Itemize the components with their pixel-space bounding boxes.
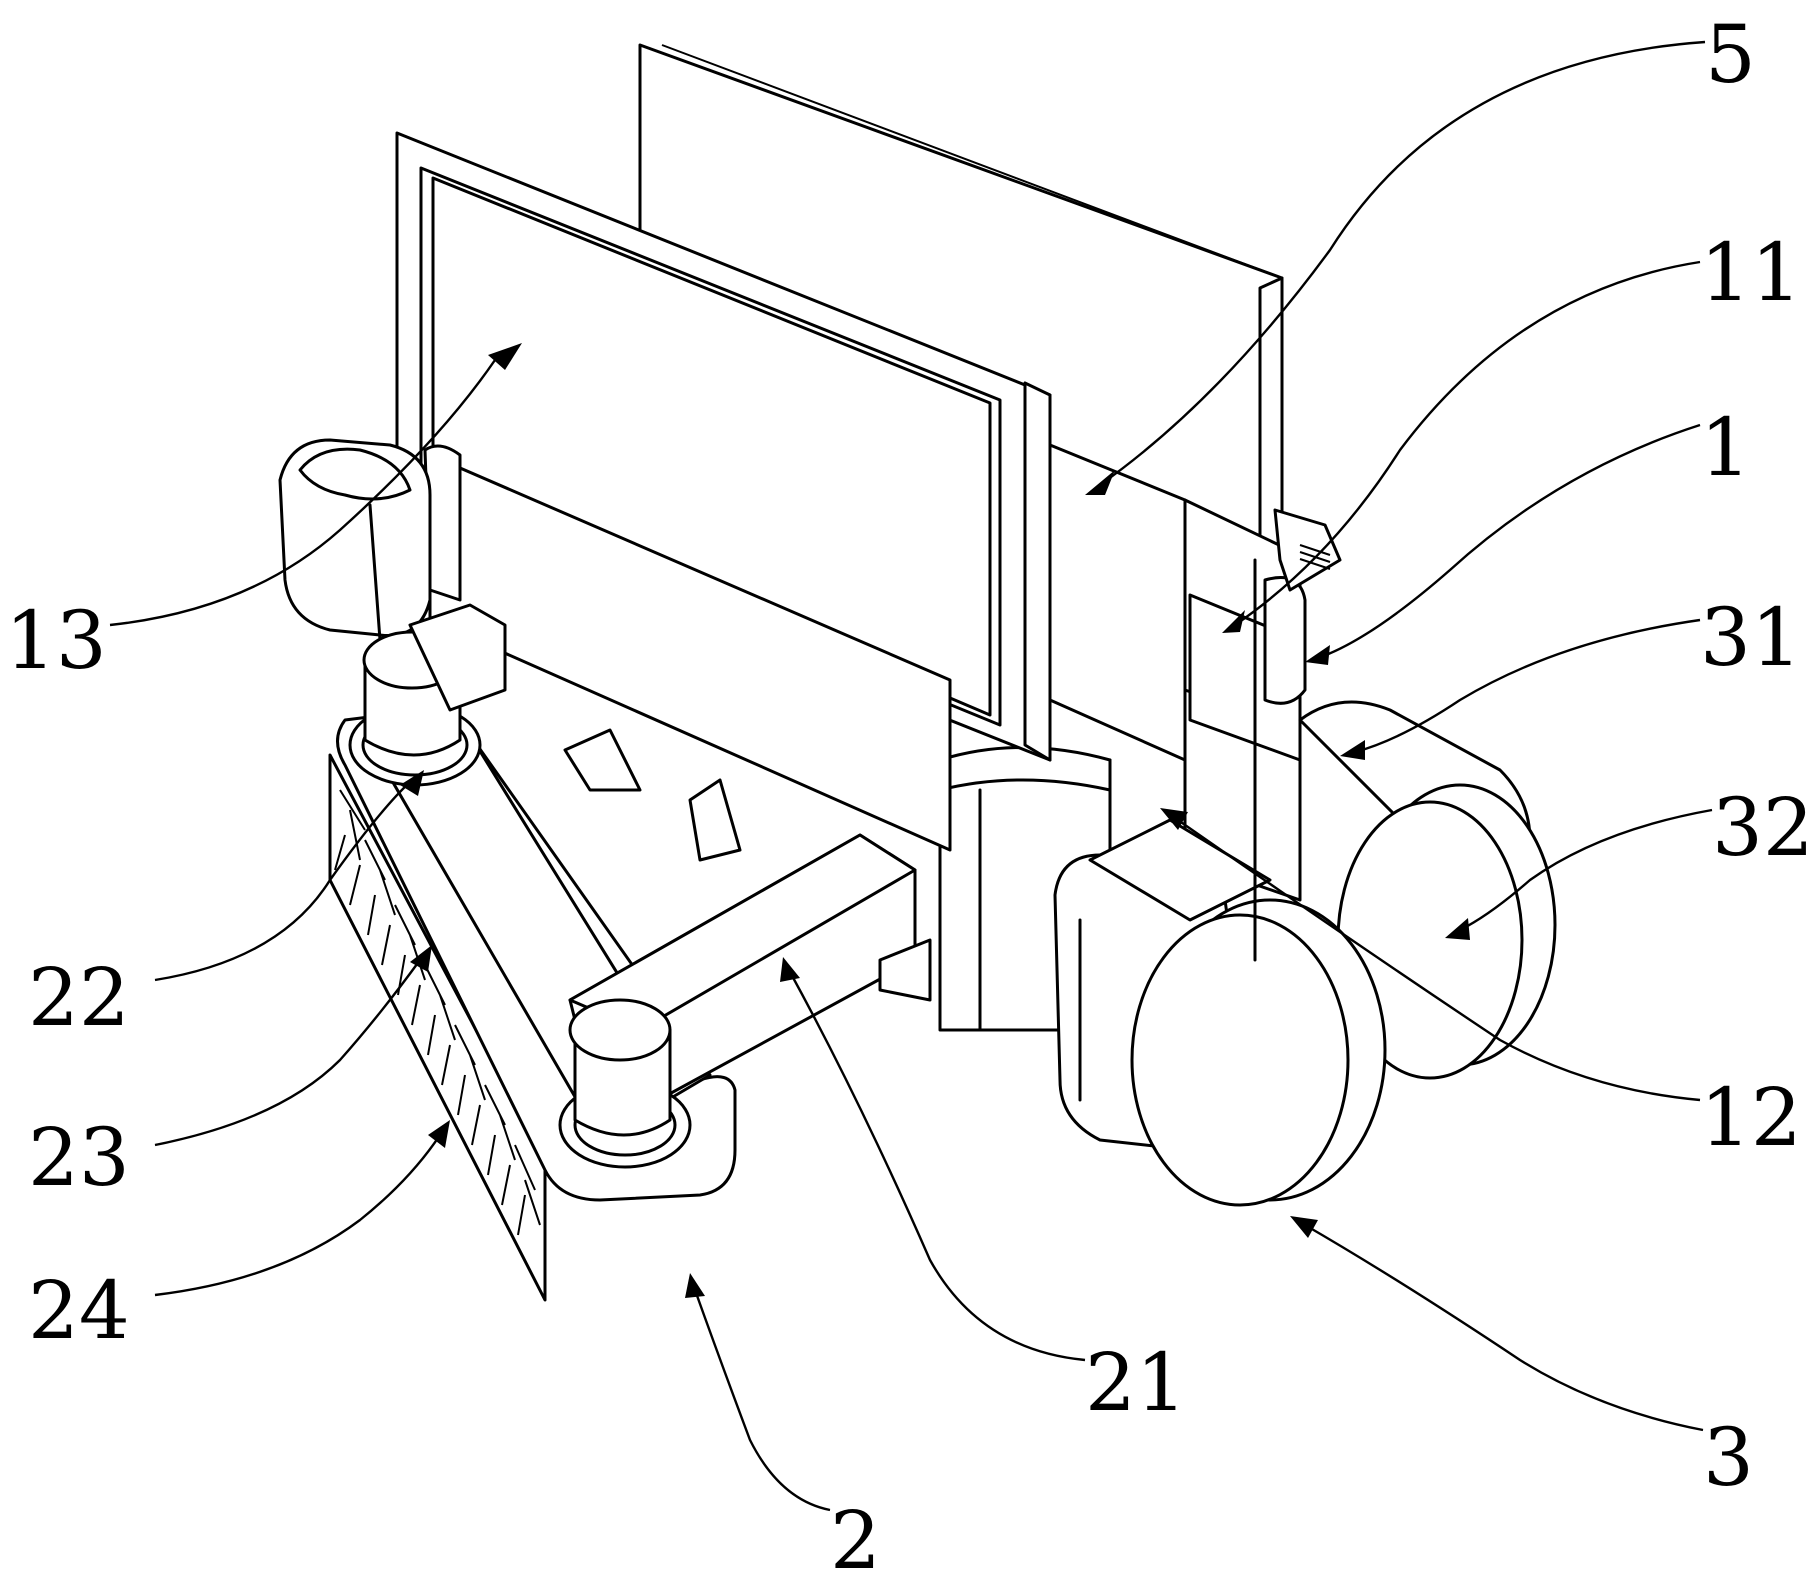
side-housing	[1188, 508, 1342, 762]
leader-1	[1317, 423, 1701, 660]
display-panel	[395, 131, 1052, 762]
callout-13: 13	[5, 594, 107, 687]
brush-teeth	[334, 789, 541, 1236]
arrow-24	[428, 1120, 450, 1148]
arrow-12	[1160, 808, 1188, 830]
leader-5	[1099, 40, 1706, 486]
arrow-3	[1290, 1216, 1318, 1238]
brush-assembly	[328, 603, 932, 1302]
arrow-5	[1085, 470, 1115, 495]
leader-32	[1459, 808, 1713, 932]
arrow-1	[1305, 645, 1330, 665]
callout-21: 21	[1085, 1336, 1187, 1429]
callout-1: 1	[1700, 401, 1751, 494]
arrow-21	[780, 957, 800, 982]
leader-2	[693, 1289, 831, 1512]
callout-12: 12	[1700, 1071, 1802, 1164]
leader-24	[154, 1134, 441, 1297]
rear-left-wheel-housing	[278, 438, 432, 642]
leader-31	[1354, 618, 1701, 754]
callout-5: 5	[1705, 8, 1756, 101]
arrow-11	[1222, 610, 1245, 633]
leader-11	[1234, 260, 1701, 626]
callout-31: 31	[1700, 591, 1802, 684]
arrow-32	[1445, 918, 1470, 940]
leader-12	[1174, 817, 1701, 1102]
callout-3: 3	[1703, 1411, 1754, 1504]
arrow-13	[488, 343, 522, 370]
callout-23: 23	[28, 1111, 130, 1204]
arrow-23	[410, 945, 432, 972]
leader-22	[154, 781, 411, 982]
callout-11: 11	[1700, 226, 1802, 319]
leader-21	[788, 971, 1086, 1362]
arrow-2	[685, 1273, 705, 1298]
callout-22: 22	[28, 951, 130, 1044]
callout-24: 24	[28, 1264, 130, 1357]
leader-3	[1304, 1223, 1704, 1432]
callout-labels: 5 11 1 31 32 12 3 21 2 24 23 22 13	[5, 8, 1807, 1587]
leader-23	[154, 959, 421, 1147]
arrow-31	[1340, 740, 1365, 760]
callout-2: 2	[830, 1494, 881, 1587]
callout-32: 32	[1712, 781, 1807, 874]
leader-lines	[109, 40, 1713, 1512]
leader-13	[109, 359, 496, 627]
arrow-22	[400, 770, 424, 796]
